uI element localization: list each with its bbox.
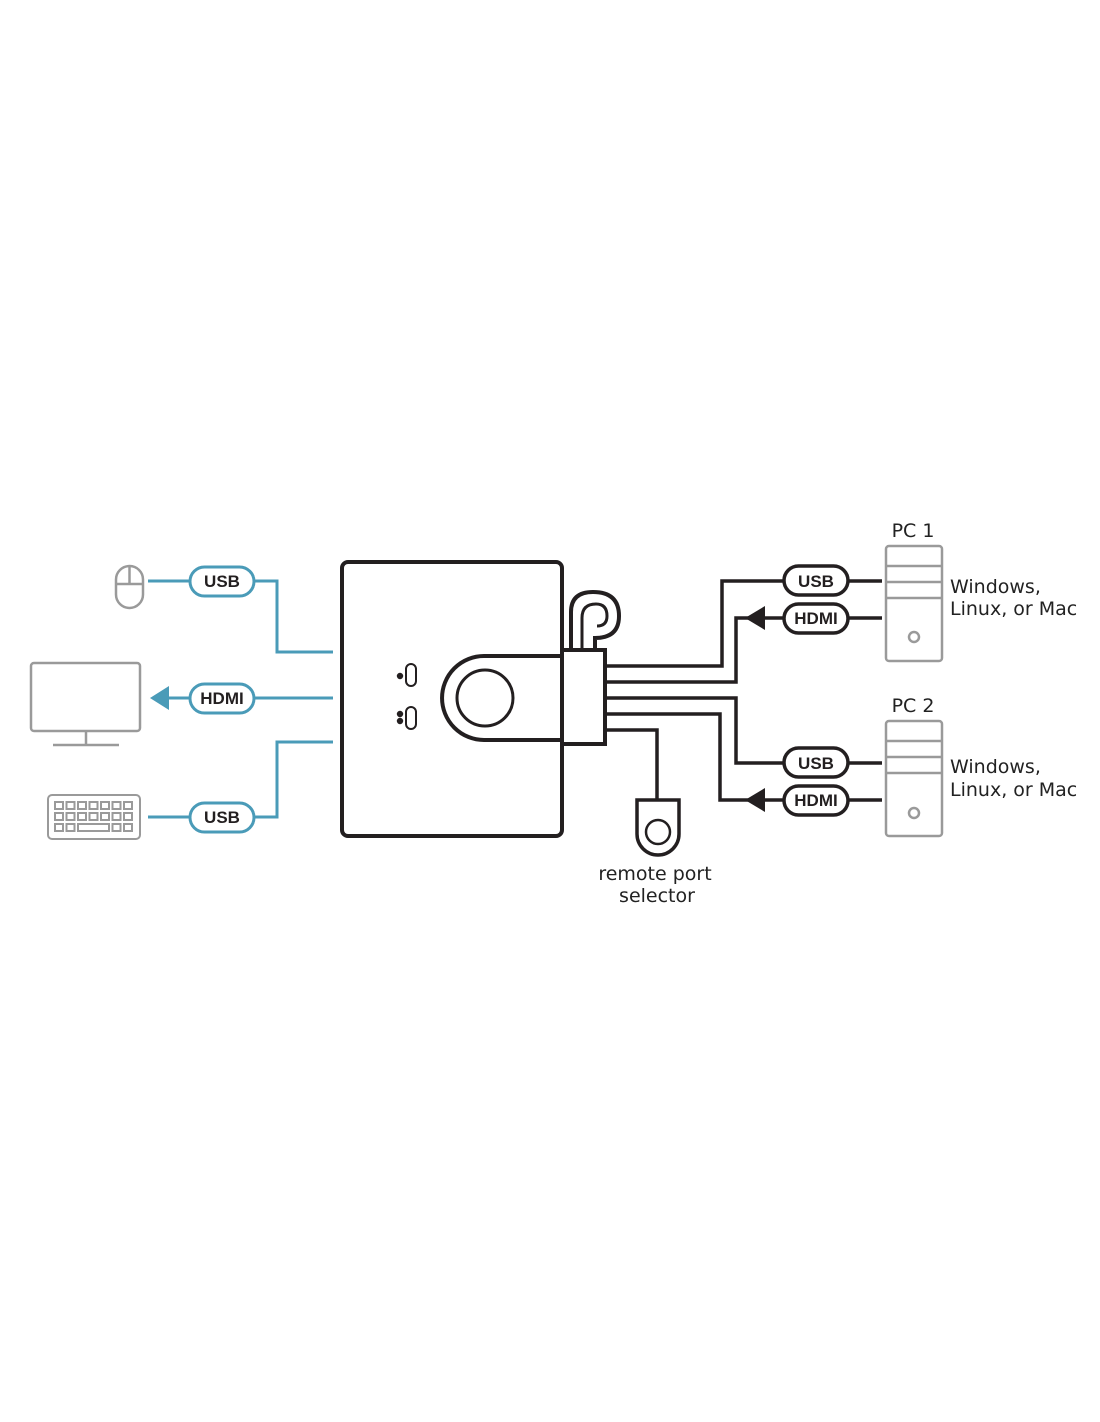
keyboard-usb-cable-to-switch: [254, 740, 333, 819]
remote-port-selector-icon: [635, 798, 681, 857]
pc1-title: PC 1: [892, 520, 935, 542]
keyboard-key: [100, 812, 110, 821]
cable-loop-icon: [569, 589, 622, 652]
mouse-usb-label-text: USB: [204, 572, 240, 591]
pc1-usb-label-text: USB: [798, 572, 834, 591]
keyboard-key: [111, 812, 122, 821]
keyboard-key: [123, 801, 133, 810]
keyboard-key: [123, 823, 133, 832]
pc2-os-line1: Windows,: [950, 756, 1041, 778]
pc1-hdmi-label: HDMI: [782, 602, 850, 635]
pc1-hdmi-label-text: HDMI: [794, 609, 837, 628]
pc1-tower-icon: [884, 544, 944, 663]
keyboard-key: [111, 823, 122, 832]
pc2-hdmi-cable: [605, 712, 760, 802]
pc1-os-line2: Linux, or Mac: [950, 598, 1077, 620]
keyboard-key: [123, 812, 133, 821]
keyboard-key: [111, 801, 122, 810]
pc2-usb-label: USB: [782, 746, 850, 779]
mouse-usb-cable-to-switch: [254, 579, 333, 654]
pc1-usb-label: USB: [782, 564, 850, 597]
keyboard-key: [54, 812, 64, 821]
pc2-usb-cable: [605, 696, 784, 765]
pc1-hdmi-cable: [605, 616, 760, 684]
remote-cable: [605, 728, 659, 800]
port-2-led-icon: [396, 706, 417, 730]
mouse-usb-label: USB: [188, 565, 256, 598]
monitor-icon: [29, 661, 142, 747]
pc2-hdmi-label-text: HDMI: [794, 791, 837, 810]
keyboard-usb-label-text: USB: [204, 808, 240, 827]
keyboard-key: [65, 812, 76, 821]
pc2-hdmi-label: HDMI: [782, 784, 850, 817]
keyboard-usb-label: USB: [188, 801, 256, 834]
keyboard-key: [88, 801, 99, 810]
keyboard-spacebar: [77, 823, 110, 832]
pc2-tower-icon: [884, 719, 944, 838]
keyboard-key: [77, 812, 87, 821]
keyboard-icon: [47, 794, 141, 840]
monitor-hdmi-label-text: HDMI: [200, 689, 243, 708]
pc2-title: PC 2: [892, 695, 935, 717]
pc2-os-line2: Linux, or Mac: [950, 779, 1077, 801]
selector-button-icon: [455, 668, 515, 728]
remote-label-line1: remote port: [598, 863, 711, 885]
pc2-usb-label-text: USB: [798, 754, 834, 773]
keyboard-key: [100, 801, 110, 810]
cable-connector-block: [560, 648, 607, 746]
pc1-hdmi-arrow-icon: [745, 606, 765, 630]
kvm-switch-icon: [340, 560, 622, 838]
mouse-icon: [114, 564, 145, 610]
keyboard-key: [65, 801, 76, 810]
console-side: [148, 579, 333, 819]
selector-button-housing: [440, 654, 562, 742]
remote-label-line2: selector: [619, 885, 695, 907]
keyboard-key: [54, 823, 64, 832]
pc1-os-line1: Windows,: [950, 576, 1041, 598]
keyboard-key: [77, 801, 87, 810]
monitor-hdmi-label: HDMI: [188, 682, 256, 715]
keyboard-key: [54, 801, 64, 810]
port-1-led-icon: [396, 663, 417, 687]
pc2-hdmi-arrow-icon: [745, 788, 765, 812]
keyboard-key: [65, 823, 76, 832]
monitor-arrow-icon: [150, 686, 169, 710]
keyboard-key: [88, 812, 99, 821]
pc1-usb-cable: [605, 579, 784, 668]
